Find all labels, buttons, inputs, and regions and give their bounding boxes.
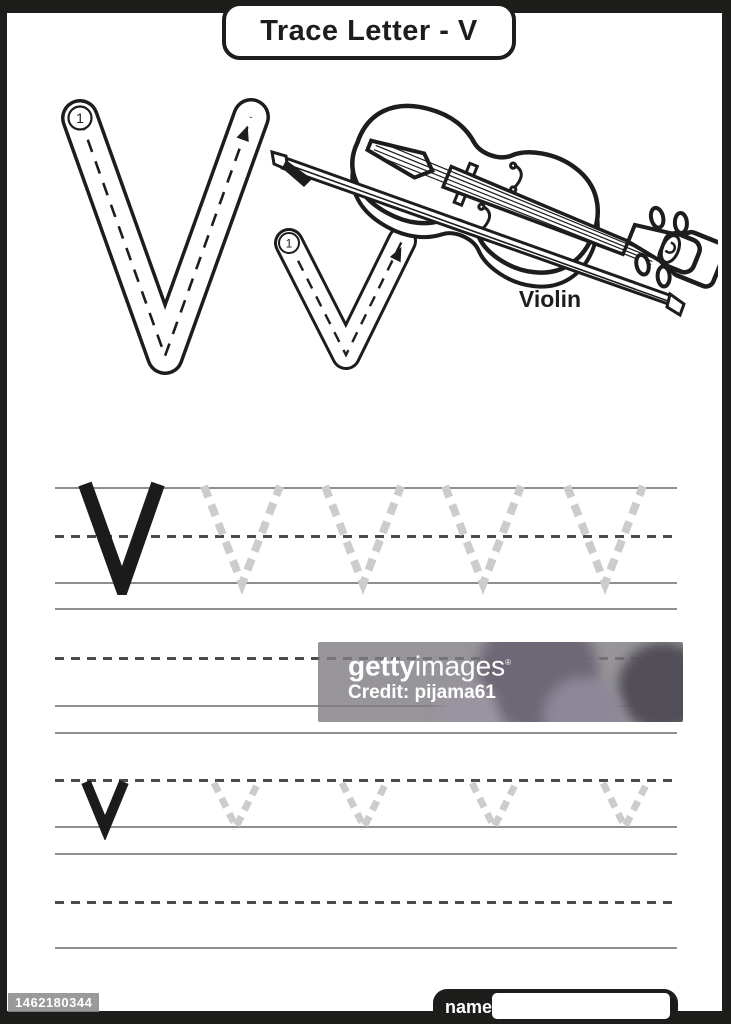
uppercase-practice-row [78,481,647,595]
name-label: name [445,997,493,1017]
trace-letter-lowercase: 1 [274,226,417,370]
name-input-field[interactable] [492,993,670,1019]
trace-letter-ghost [321,484,405,595]
page-border-left [0,0,7,1024]
guide-line-solid [55,826,677,828]
trace-letter-ghost [599,781,651,835]
guide-line-solid [55,732,677,734]
violin-illustration [270,103,718,318]
stroke-start-circle [278,232,300,254]
getty-logo-light: images [414,650,506,682]
trace-letter-ghost [468,781,520,835]
lowercase-practice-row [81,780,651,840]
watermark-blur-shape [438,682,498,722]
asset-id-watermark: 1462180344 [8,993,100,1012]
trace-letter-guides: 1 1 [61,98,417,375]
tuning-peg [648,205,666,230]
trace-arrow-icon [236,125,249,142]
bow-tip [665,291,686,318]
getty-credit: Credit: pijama61 [348,682,496,703]
guide-line-dashed [55,901,677,904]
name-tab: name [433,989,678,1024]
page-border-right [722,0,731,1024]
violin-strings [372,140,656,266]
trace-arrow-icon [389,247,402,263]
picture-label: Violin [518,286,582,312]
tuning-peg [655,264,672,289]
trace-letter-ghost [338,781,390,835]
guide-line-solid [55,947,677,949]
stroke-number: 1 [76,110,84,126]
violin-body [350,103,656,275]
registered-mark: ® [505,658,512,667]
stroke-start-circle [67,105,93,131]
violin-bow [270,149,686,318]
page-title: Trace Letter - V [260,14,478,47]
getty-logo: gettyimages® [348,648,511,681]
bow-grip [282,160,312,187]
trace-letter-ghost [441,484,525,595]
title-box: Trace Letter - V [222,2,516,60]
uppercase-trace-path [78,116,253,360]
example-letter-lowercase [81,780,129,840]
guide-line-solid [55,853,677,855]
watermark-blur-shape [618,642,683,722]
trace-letter-ghost [563,484,647,595]
guide-line-dashed [55,535,677,538]
trace-letter-uppercase: 1 [61,98,270,375]
guide-line-solid [55,608,677,610]
guide-line-dashed [55,779,677,782]
getty-logo-bold: getty [348,650,415,682]
tuning-peg [634,252,651,277]
violin-pegbox [625,205,718,289]
trace-letter-ghost [210,781,262,835]
trace-letter-ghost [200,484,284,595]
getty-watermark: gettyimages® Credit: pijama61 [318,642,683,722]
tuning-peg [672,211,689,236]
stroke-number: 1 [286,237,293,251]
guide-line-solid [55,487,677,489]
example-letter-uppercase [78,481,165,595]
lowercase-trace-path [287,240,404,358]
